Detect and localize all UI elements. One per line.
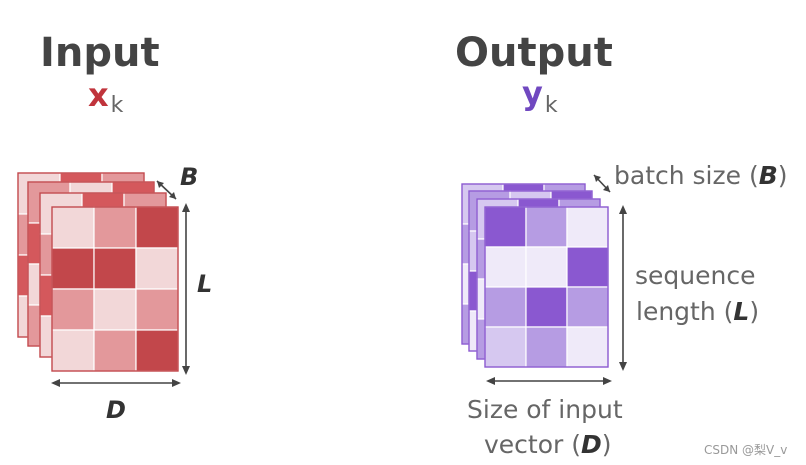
input-batch-arrow: [156, 180, 177, 200]
input-dim-batch: B: [180, 163, 198, 191]
input-variable-letter: x: [88, 76, 109, 114]
output-front-cell-r3-c0: [484, 326, 527, 368]
output-tensor-front-layer: [484, 206, 609, 368]
output-variable: yk: [522, 74, 558, 118]
output-variable-letter: y: [522, 74, 543, 112]
output-batch-label: batch size (B): [614, 161, 788, 190]
output-front-cell-r0-c2: [566, 206, 609, 248]
output-front-cell-r3-c2: [566, 326, 609, 368]
output-front-cell-r1-c1: [525, 246, 568, 288]
output-front-cell-r1-c0: [484, 246, 527, 288]
output-title: Output: [455, 30, 613, 76]
output-batch-arrow: [593, 174, 611, 193]
output-front-cell-r2-c1: [525, 286, 568, 328]
input-tensor-stack: [17, 172, 179, 372]
input-tensor-front-layer: [51, 206, 179, 372]
output-size-label-line1: Size of input: [467, 395, 623, 424]
input-front-cell-r1-c0: [51, 247, 95, 290]
watermark: CSDN @梨V_v: [704, 443, 787, 457]
input-front-cell-r0-c1: [93, 206, 137, 249]
output-front-cell-r0-c0: [484, 206, 527, 248]
input-dim-length: L: [197, 270, 212, 298]
input-front-cell-r0-c0: [51, 206, 95, 249]
input-front-cell-r2-c1: [93, 288, 137, 331]
output-front-cell-r1-c2: [566, 246, 609, 288]
output-front-border: [484, 206, 609, 368]
output-variable-subscript: k: [545, 93, 558, 118]
input-front-cell-r0-c2: [135, 206, 179, 249]
input-front-cell-r3-c1: [93, 329, 137, 372]
output-front-cell-r0-c1: [525, 206, 568, 248]
input-title: Input: [40, 30, 160, 76]
output-front-cell-r2-c2: [566, 286, 609, 328]
output-seq-label-line2: length (L): [636, 297, 759, 326]
input-front-cell-r2-c0: [51, 288, 95, 331]
output-seq-label-line1: sequence: [635, 261, 755, 290]
input-depth-arrow: [51, 379, 181, 387]
input-front-cell-r3-c2: [135, 329, 179, 372]
output-length-arrow: [619, 205, 627, 371]
input-variable-subscript: k: [111, 93, 124, 118]
output-tensor-stack: [461, 183, 609, 368]
input-front-cell-r3-c0: [51, 329, 95, 372]
input-variable: xk: [88, 76, 124, 118]
input-front-cell-r2-c2: [135, 288, 179, 331]
output-front-cell-r3-c1: [525, 326, 568, 368]
output-front-cell-r2-c0: [484, 286, 527, 328]
input-dim-depth: D: [106, 396, 126, 424]
input-front-cell-r1-c1: [93, 247, 137, 290]
input-front-cell-r1-c2: [135, 247, 179, 290]
input-front-border: [51, 206, 179, 372]
output-depth-arrow: [486, 377, 612, 385]
output-size-label-line2: vector (D): [484, 430, 612, 459]
input-length-arrow: [182, 203, 190, 375]
